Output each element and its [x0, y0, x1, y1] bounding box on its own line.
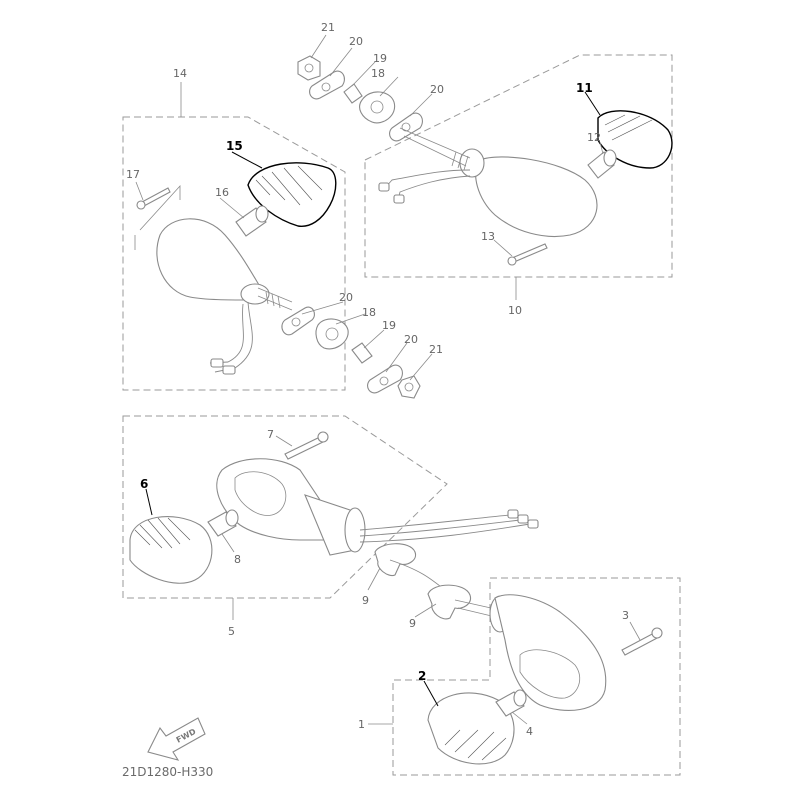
- nut-21-left: [397, 375, 421, 399]
- callout-21-left: 21: [429, 343, 443, 356]
- callout-18-top: 18: [371, 67, 385, 80]
- bulb-4: [495, 689, 527, 717]
- callout-7: 7: [267, 428, 274, 441]
- assembly-boundary-1: [392, 577, 681, 776]
- lens-11: [597, 110, 673, 169]
- turn-signal-assembly-1: [454, 594, 607, 711]
- callout-labels: 1 2 3 4 5 6 7 8 9 9 10 11 12 13 14 15 16…: [126, 21, 629, 738]
- lens-2: [427, 692, 515, 765]
- callout-12: 12: [587, 131, 601, 144]
- diagram-code: 21D1280-H330: [122, 765, 213, 779]
- collar-19-top: [343, 83, 363, 104]
- assembly-boundary-14: [122, 116, 346, 391]
- assembly-boundary-10: [364, 54, 673, 278]
- bracket-9-upper: [374, 543, 417, 577]
- grommet-20-top-a: [309, 70, 345, 100]
- callout-11: 11: [576, 81, 593, 95]
- turn-signal-assembly-10: [378, 127, 598, 238]
- bracket-9-lower: [427, 584, 472, 620]
- screw-13: [507, 243, 548, 266]
- callout-18-left: 18: [362, 306, 376, 319]
- callout-5: 5: [228, 625, 235, 638]
- callout-16: 16: [215, 186, 229, 199]
- callout-3: 3: [622, 609, 629, 622]
- bulb-8: [207, 509, 239, 537]
- damper-18-top: [359, 91, 396, 124]
- callout-2: 2: [418, 669, 426, 683]
- callout-8: 8: [234, 553, 241, 566]
- callout-20-top-a: 20: [349, 35, 363, 48]
- bulb-12: [587, 149, 617, 179]
- callout-19-left: 19: [382, 319, 396, 332]
- nut-21-top: [297, 55, 321, 81]
- damper-18-left: [315, 318, 349, 350]
- grommet-20-left-a: [281, 306, 315, 336]
- screw-7: [284, 431, 329, 460]
- bulb-16: [235, 205, 269, 237]
- forward-direction-arrow-icon: FWD: [147, 717, 206, 761]
- callout-19-top: 19: [373, 52, 387, 65]
- grommet-20-left-b: [367, 364, 403, 394]
- callout-21-top: 21: [321, 21, 335, 34]
- lens-6: [129, 516, 213, 584]
- callout-20-top-b: 20: [430, 83, 444, 96]
- screw-3: [621, 627, 663, 656]
- callout-20-left-a: 20: [339, 291, 353, 304]
- lens-15: [247, 162, 337, 227]
- callout-13: 13: [481, 230, 495, 243]
- leader-lines: [135, 34, 641, 725]
- turn-signal-assembly-14: [134, 184, 293, 375]
- callout-9-upper: 9: [362, 594, 369, 607]
- callout-17: 17: [126, 168, 140, 181]
- callout-20-left-b: 20: [404, 333, 418, 346]
- callout-15: 15: [226, 139, 243, 153]
- screw-17: [136, 187, 171, 210]
- collar-19-left: [351, 342, 373, 364]
- turn-signal-assembly-5: [216, 458, 539, 556]
- callout-6: 6: [140, 477, 148, 491]
- callout-1: 1: [358, 718, 365, 731]
- callout-9-lower: 9: [409, 617, 416, 630]
- callout-10: 10: [508, 304, 522, 317]
- callout-4: 4: [526, 725, 533, 738]
- callout-14: 14: [173, 67, 187, 80]
